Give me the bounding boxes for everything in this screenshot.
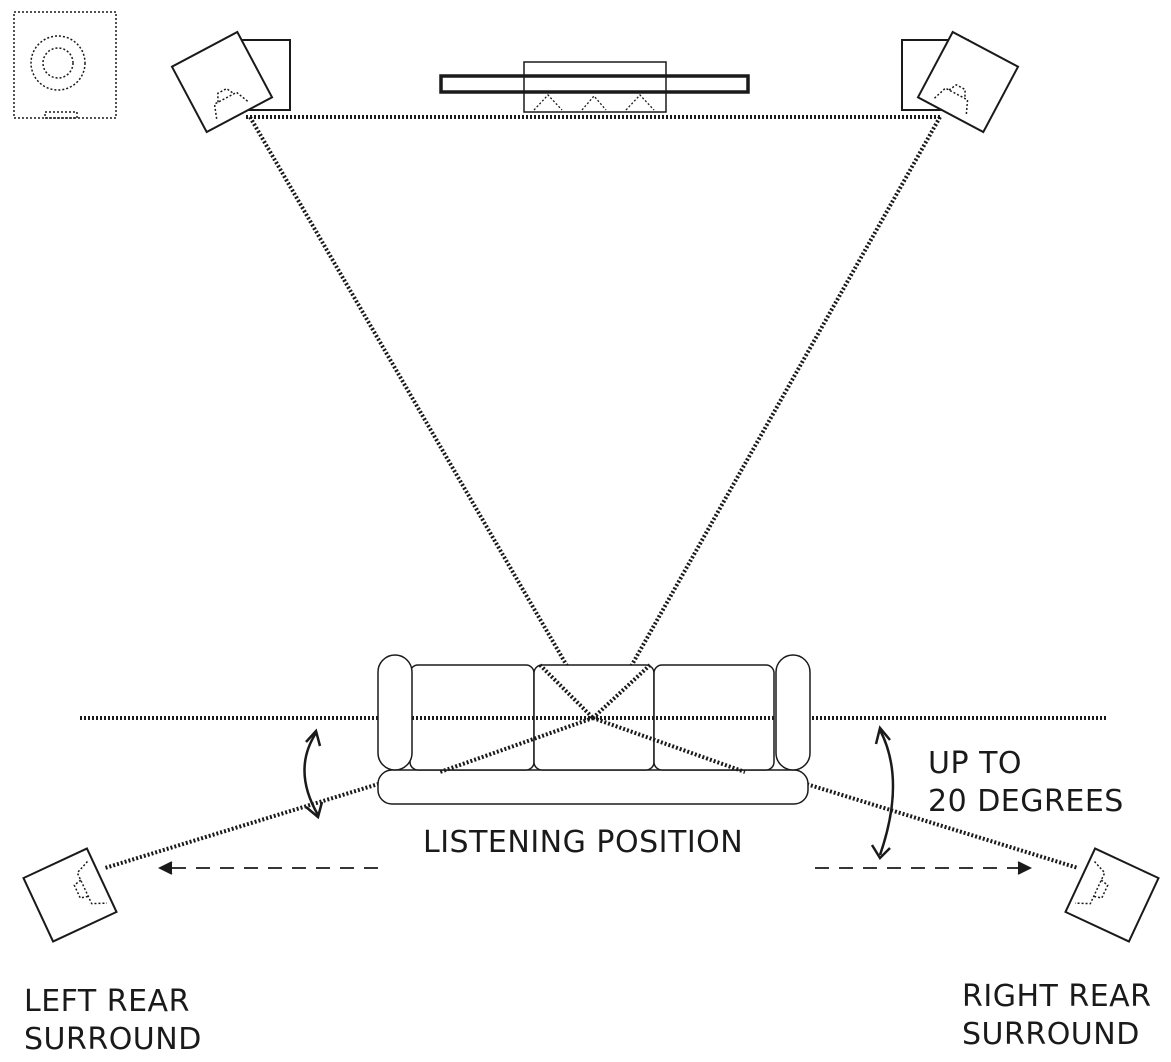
left-angle-arrow — [303, 728, 324, 820]
angle-label-line2: 20 DEGREES — [928, 784, 1124, 819]
sight-lines-over-sofa — [412, 663, 776, 774]
right-front-speaker — [901, 30, 1020, 134]
left-rear-label-line2: SURROUND — [24, 1022, 202, 1057]
right-rear-label-line2: SURROUND — [962, 1017, 1140, 1052]
listening-position-label: LISTENING POSITION — [423, 825, 744, 860]
sofa-listening-position — [377, 654, 811, 805]
right-rear-move-arrow — [815, 861, 1033, 875]
left-rear-speaker — [22, 847, 118, 943]
angle-label-line1: UP TO — [928, 746, 1023, 781]
right-rear-speaker — [1064, 847, 1160, 943]
right-rear-label-line1: RIGHT REAR — [962, 979, 1152, 1014]
right-angle-arrow — [870, 725, 895, 861]
tv-center-channel — [439, 61, 750, 113]
left-rear-label-line1: LEFT REAR — [24, 984, 190, 1019]
left-rear-move-arrow — [157, 861, 378, 875]
subwoofer — [13, 11, 117, 119]
left-front-speaker — [170, 30, 291, 134]
